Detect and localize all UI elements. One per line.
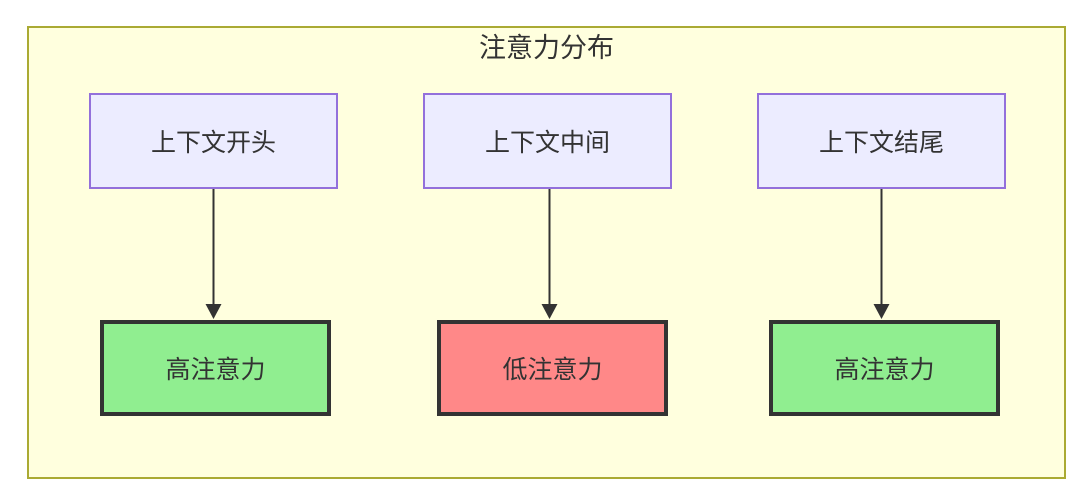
node-context-start: 上下文开头 [89,93,338,189]
node-label: 上下文中间 [484,129,610,157]
node-context-end: 上下文结尾 [757,93,1006,189]
node-label: 低注意力 [502,356,603,384]
node-label: 高注意力 [834,356,935,384]
diagram-title: 注意力分布 [479,33,614,63]
node-label: 高注意力 [165,356,266,384]
node-low-attention-middle: 低注意力 [437,320,668,416]
node-label: 上下文开头 [150,129,276,157]
node-high-attention-end: 高注意力 [769,320,1000,416]
node-label: 上下文结尾 [818,129,944,157]
node-context-middle: 上下文中间 [423,93,672,189]
node-high-attention-start: 高注意力 [100,320,331,416]
